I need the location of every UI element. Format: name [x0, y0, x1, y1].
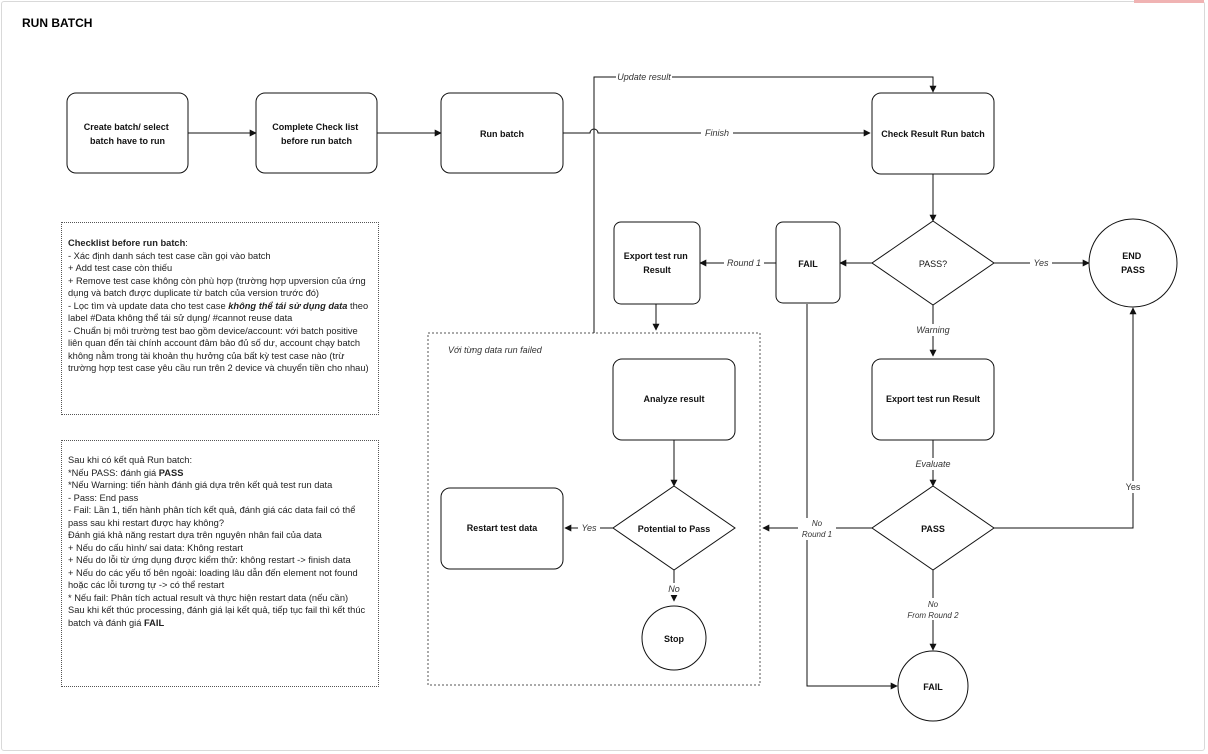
result-line: * Nếu fail: Phân tích actual result và t…	[68, 592, 349, 603]
label-finish: Finish	[705, 128, 729, 138]
label-no-stop: No	[668, 584, 680, 594]
node-export-mid[interactable]	[871, 358, 995, 441]
edge-eval-yes	[994, 307, 1137, 529]
node-export-left[interactable]	[613, 221, 701, 305]
text-restart: Restart test data	[467, 523, 539, 533]
result-line: - Pass: End pass	[68, 492, 139, 503]
result-line: Sau khi có kết quả Run batch:	[68, 455, 193, 465]
result-line: Đánh giá khả năng restart dựa trên nguyê…	[68, 530, 322, 540]
checklist-line: - Chuẩn bị môi trường test bao gồm devic…	[68, 325, 369, 374]
edge-update-result	[593, 76, 937, 333]
label-no-round2-b: From Round 2	[907, 611, 959, 620]
text-fail-end: FAIL	[923, 682, 943, 692]
label-round1: Round 1	[727, 258, 761, 268]
result-line2-bold: PASS	[158, 467, 184, 478]
result-line: Sau khi kết thúc processing, đánh giá lạ…	[68, 604, 372, 629]
checklist-heading-suffix: :	[185, 238, 188, 248]
result-line: - Fail: Lần 1, tiến hành phân tích kết q…	[68, 505, 356, 528]
node-stop[interactable]	[641, 605, 707, 671]
result-line: *Nếu Warning: tiến hành đánh giá dựa trê…	[68, 480, 333, 490]
result-note: Sau khi có kết quả Run batch: *Nếu PASS:…	[61, 440, 379, 687]
text-potential: Potential to Pass	[638, 524, 711, 534]
result-line2-pre: *Nếu PASS: đánh giá	[68, 467, 159, 478]
result-line11-pre: Sau khi kết thúc processing, đánh giá lạ…	[68, 605, 366, 628]
result-line: *Nếu PASS: đánh giá PASS	[68, 467, 372, 480]
text-pass-decision: PASS?	[919, 259, 947, 269]
text-run-batch: Run batch	[480, 129, 524, 139]
edge-fail-failend	[806, 304, 898, 690]
checklist-line4-pre: - Lọc tìm và update data cho test case	[68, 300, 229, 311]
label-yes-pass: Yes	[1033, 258, 1049, 268]
text-export-mid: Export test run Result	[886, 394, 980, 404]
page-title: RUN BATCH	[22, 16, 93, 30]
checklist-line: + Add test case còn thiếu	[68, 263, 173, 273]
text-export-left: Export test run Result	[624, 251, 691, 275]
text-fail-box: FAIL	[798, 259, 818, 269]
node-fail-end[interactable]	[897, 650, 969, 722]
checklist-line: + Remove test case không còn phù hợp (tr…	[68, 275, 366, 299]
text-stop: Stop	[664, 634, 684, 644]
text-analyze: Analyze result	[643, 394, 704, 404]
label-yes-restart: Yes	[581, 523, 597, 533]
result-line: + Nếu do các yếu tố bên ngoài: loading l…	[68, 567, 358, 591]
label-no-round1-b: Round 1	[802, 530, 832, 539]
result-line: + Nếu do lỗi từ ứng dụng được kiểm thử: …	[68, 555, 351, 565]
node-create-batch[interactable]	[66, 92, 189, 174]
checklist-line: - Xác định danh sách test case cần gọi v…	[68, 250, 271, 261]
checklist-line4-post: theo label #Data không thể tái sử dụng/ …	[68, 300, 369, 324]
text-end-pass: END PASS	[1121, 251, 1145, 275]
node-potential[interactable]	[612, 485, 736, 571]
text-pass-eval: PASS	[921, 524, 945, 534]
label-no-round2-a: No	[928, 600, 939, 609]
text-complete-checklist: Complete Check list before run batch	[272, 122, 361, 146]
result-line11-bold: FAIL	[143, 617, 165, 628]
label-yes-eval: Yes	[1126, 482, 1141, 492]
checklist-note: Checklist before run batch: - Xác định d…	[61, 222, 379, 415]
node-check-result[interactable]	[871, 92, 995, 175]
node-pass-decision[interactable]	[871, 220, 995, 306]
node-analyze[interactable]	[612, 358, 736, 441]
text-check-result: Check Result Run batch	[881, 129, 985, 139]
node-pass-eval[interactable]	[871, 485, 995, 571]
label-warning: Warning	[916, 325, 949, 335]
label-evaluate: Evaluate	[915, 459, 950, 469]
node-run-batch[interactable]	[440, 92, 564, 174]
corner-mark	[1134, 0, 1204, 3]
label-update-result: Update result	[617, 72, 671, 82]
node-end-pass[interactable]	[1088, 218, 1178, 308]
checklist-heading: Checklist before run batch	[68, 238, 186, 248]
text-create-batch: Create batch/ select batch have to run	[84, 122, 172, 146]
node-complete-checklist[interactable]	[255, 92, 378, 174]
checklist-line4-emphasis: không thể tái sử dụng data	[228, 300, 348, 311]
node-restart[interactable]	[440, 487, 564, 570]
result-line: + Nếu do cấu hình/ sai data: Không resta…	[68, 542, 243, 553]
group-label: Với từng data run failed	[448, 345, 543, 355]
node-fail-box[interactable]	[775, 221, 841, 304]
checklist-line: - Lọc tìm và update data cho test case k…	[68, 300, 372, 325]
label-no-round1-a: No	[812, 519, 823, 528]
